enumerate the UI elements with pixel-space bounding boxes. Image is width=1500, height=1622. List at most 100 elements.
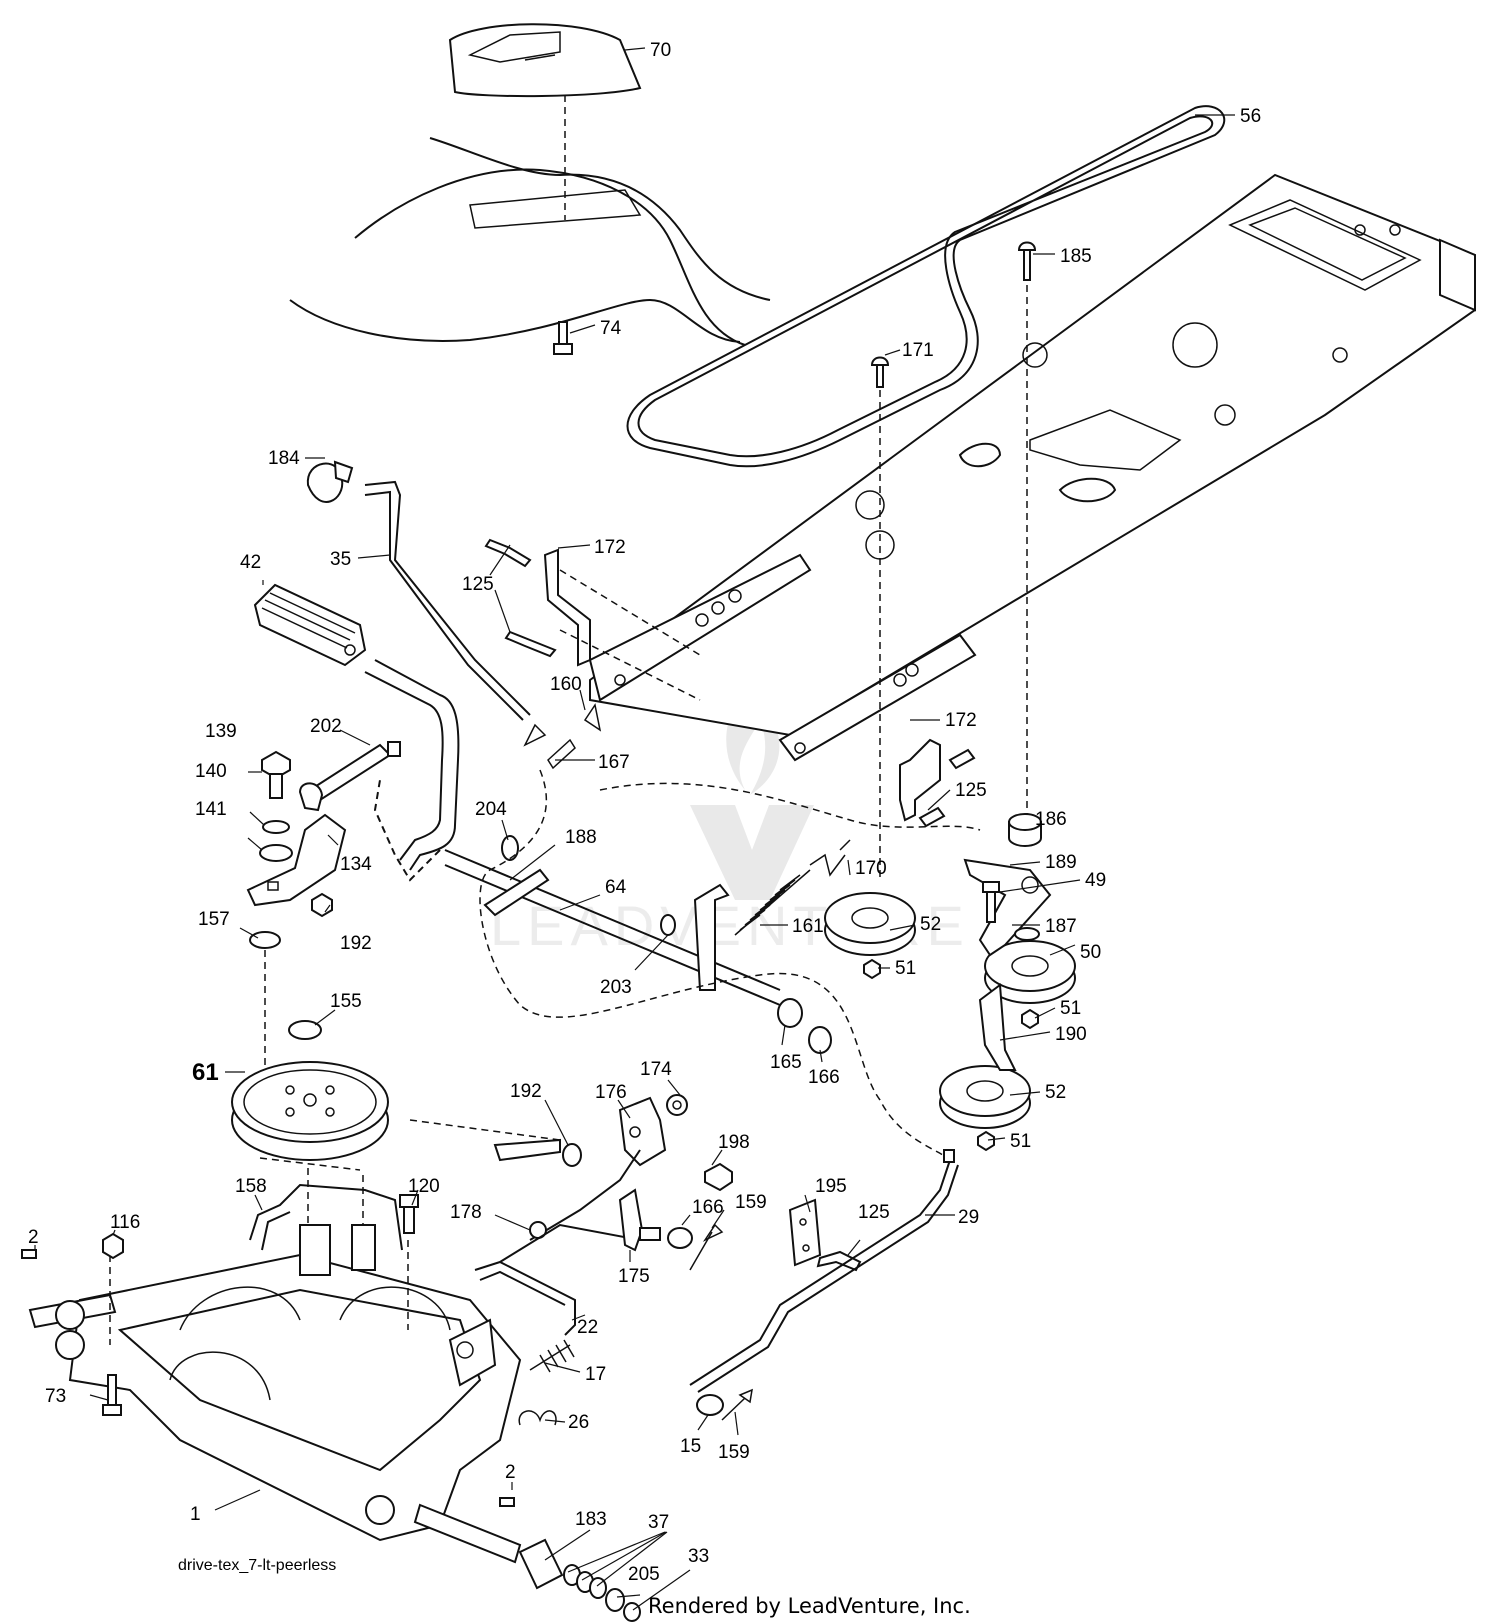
- part-171-bolt: [870, 356, 890, 388]
- label-203: 203: [600, 977, 632, 998]
- label-165: 165: [770, 1052, 802, 1073]
- part-120-bolt: [399, 1194, 419, 1234]
- label-170: 170: [855, 858, 887, 879]
- label-22: 22: [577, 1317, 598, 1338]
- part-1-transaxle: [28, 1224, 522, 1564]
- label-51-b: 51: [1060, 998, 1081, 1019]
- label-49: 49: [1085, 870, 1106, 891]
- label-51-a: 51: [895, 958, 916, 979]
- label-188: 188: [565, 827, 597, 848]
- part-116-nut: [102, 1232, 124, 1260]
- label-171: 171: [902, 340, 934, 361]
- label-189: 189: [1045, 852, 1077, 873]
- label-2-b: 2: [505, 1462, 516, 1483]
- part-166-washer-lower: [667, 1227, 693, 1249]
- label-26: 26: [568, 1412, 589, 1433]
- label-120: 120: [408, 1176, 440, 1197]
- label-159-a: 159: [735, 1192, 767, 1213]
- part-74-bolt: [553, 321, 573, 355]
- part-140-washer: [262, 820, 290, 834]
- label-187: 187: [1045, 916, 1077, 937]
- label-70: 70: [650, 40, 671, 61]
- label-37: 37: [648, 1512, 669, 1533]
- part-61-pulley: [231, 1061, 389, 1161]
- label-52-a: 52: [920, 914, 941, 935]
- part-49-bolt: [982, 881, 1000, 923]
- dash-125: [559, 629, 701, 701]
- label-56: 56: [1240, 106, 1261, 127]
- label-15: 15: [680, 1436, 701, 1457]
- label-161: 161: [792, 916, 824, 937]
- linkage-dash-main: [479, 769, 951, 1161]
- render-credit: Rendered by LeadVenture, Inc.: [648, 1594, 971, 1618]
- part-141-washer: [259, 844, 293, 862]
- part-202-lever: [298, 741, 401, 812]
- label-51-c: 51: [1010, 1131, 1031, 1152]
- label-52-b: 52: [1045, 1082, 1066, 1103]
- part-172-bracket-lower: [899, 738, 941, 822]
- part-15-washer: [696, 1394, 724, 1416]
- part-188-bracket: [483, 868, 730, 991]
- part-204-clip: [501, 835, 519, 861]
- part-195-plate: [788, 1198, 822, 1267]
- frame-main: [589, 173, 1476, 737]
- part-183-bushing: [518, 1538, 564, 1590]
- part-51-nut-2: [1021, 1008, 1039, 1030]
- leader-lines: [34, 47, 1235, 1611]
- part-155-snap-ring: [288, 1020, 322, 1040]
- part-42-pedal-pad: [253, 583, 367, 667]
- label-183: 183: [575, 1509, 607, 1530]
- part-134-bracket: [246, 813, 347, 907]
- label-166-b: 166: [692, 1197, 724, 1218]
- label-139: 139: [205, 721, 237, 742]
- part-73-bolt: [102, 1374, 122, 1416]
- label-125-a: 125: [462, 574, 494, 595]
- dash-61: [259, 1157, 361, 1171]
- part-176-bracket: [618, 1096, 667, 1167]
- part-178-lever: [493, 1138, 641, 1241]
- part-52-pulley-upper: [824, 892, 916, 956]
- part-159-cotter-pin-lower: [721, 1388, 753, 1421]
- part-51-nut-1: [863, 958, 881, 980]
- part-159-cotter-pin: [689, 1223, 724, 1271]
- part-161-spring: [734, 853, 846, 936]
- label-176: 176: [595, 1082, 627, 1103]
- label-50: 50: [1080, 942, 1101, 963]
- part-174-star-washer: [666, 1094, 688, 1116]
- label-35: 35: [330, 549, 351, 570]
- pedal-arm: [364, 659, 460, 871]
- diagram-caption: drive-tex_7-lt-peerless: [178, 1557, 336, 1574]
- label-116: 116: [110, 1212, 140, 1233]
- part-70-fender-cap: [448, 23, 642, 98]
- part-166-washer: [808, 1026, 832, 1054]
- label-204: 204: [475, 799, 507, 820]
- part-187-washer: [1014, 927, 1040, 941]
- label-2-a: 2: [28, 1227, 39, 1248]
- seat-pan: [289, 137, 771, 346]
- label-74: 74: [600, 318, 622, 339]
- label-172-b: 172: [945, 710, 977, 731]
- label-192-b: 192: [510, 1081, 542, 1102]
- label-167: 167: [598, 752, 630, 773]
- part-26-spring: [518, 1410, 557, 1426]
- part-165-bushing: [777, 998, 803, 1028]
- part-205-washer: [605, 1588, 625, 1612]
- label-64: 64: [605, 877, 627, 898]
- label-17: 17: [585, 1364, 606, 1385]
- label-190: 190: [1055, 1024, 1087, 1045]
- label-158: 158: [235, 1176, 267, 1197]
- label-166-a: 166: [808, 1067, 840, 1088]
- part-37-washer-3: [589, 1577, 607, 1599]
- label-160: 160: [550, 674, 582, 695]
- part-157-washer: [249, 931, 281, 949]
- label-61: 61: [192, 1059, 219, 1086]
- part-192-nut: [311, 892, 333, 918]
- part-198-bolt: [704, 1162, 733, 1192]
- linkage-dash-left: [373, 779, 441, 882]
- part-203-washer: [660, 914, 676, 936]
- label-202: 202: [310, 716, 342, 737]
- label-172-a: 172: [594, 537, 626, 558]
- label-125-b: 125: [955, 780, 987, 801]
- part-175-bracket: [618, 1188, 661, 1252]
- part-158-bracket: [249, 1183, 403, 1251]
